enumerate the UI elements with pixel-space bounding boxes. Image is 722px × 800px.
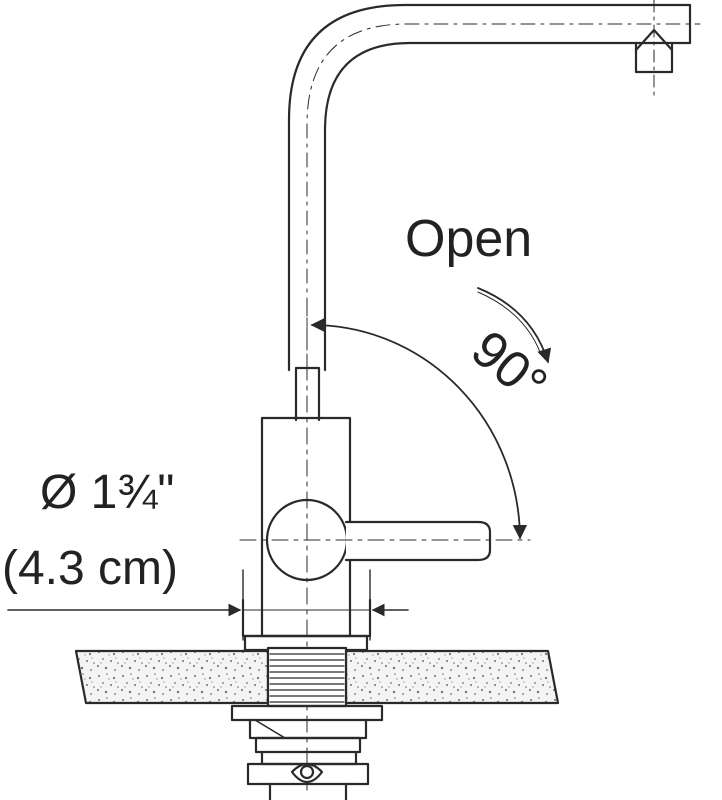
mounting-nut <box>230 704 384 800</box>
angle-label: 90° <box>460 320 558 415</box>
swing-angle-arc <box>310 317 528 540</box>
open-direction-arrow <box>477 287 552 364</box>
diameter-metric-label: (4.3 cm) <box>2 542 178 595</box>
threaded-shank <box>266 646 348 708</box>
faucet-aerator <box>634 0 674 97</box>
faucet-spout <box>287 3 701 372</box>
diameter-label: Ø 1¾" <box>40 466 174 519</box>
diameter-dimension <box>7 569 409 641</box>
countertop <box>74 649 560 705</box>
open-label: Open <box>405 210 532 268</box>
